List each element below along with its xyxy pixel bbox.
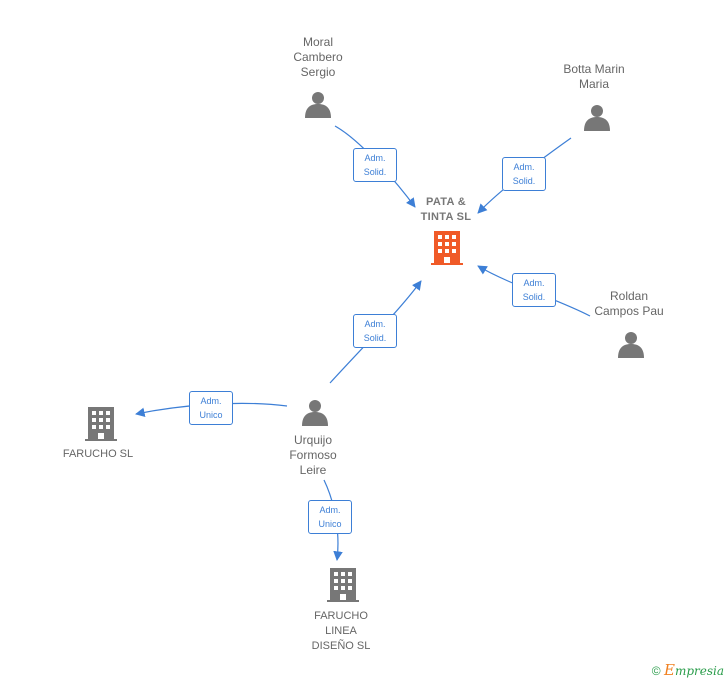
building-icon-farucho[interactable] <box>85 407 117 441</box>
badge-line: Adm. <box>364 319 386 329</box>
label-line: FARUCHO <box>314 610 368 622</box>
label-line: Cambero <box>293 50 343 64</box>
node-label-farucho-linea[interactable]: FARUCHO LINEA DISEÑO SL <box>291 609 391 654</box>
badge-line: Solid. <box>363 333 387 343</box>
brand-initial: E <box>663 661 675 679</box>
person-icon-botta[interactable] <box>584 105 610 131</box>
person-icon-urquijo[interactable] <box>302 400 328 426</box>
node-label-roldan[interactable]: Roldan Campos Pau <box>579 289 679 319</box>
badge-line: Solid. <box>522 292 546 302</box>
badge-line: Adm. <box>364 153 386 163</box>
badge-line: Adm. <box>319 505 341 515</box>
label-line: FARUCHO SL <box>62 448 134 460</box>
building-icon-center[interactable] <box>431 231 463 265</box>
person-icon-roldan[interactable] <box>618 332 644 358</box>
edge-badge-urquijo-center[interactable]: Adm. Solid. <box>353 314 397 348</box>
label-line: Maria <box>578 77 609 91</box>
node-label-moral[interactable]: Moral Cambero Sergio <box>268 35 368 80</box>
person-icon-moral[interactable] <box>305 92 331 118</box>
label-line: Formoso <box>289 448 337 462</box>
empresia-watermark: © Empresia <box>652 661 724 679</box>
label-line: Urquijo <box>293 433 332 447</box>
label-line: TINTA SL <box>420 211 472 223</box>
copyright-icon: © <box>651 664 661 678</box>
node-label-botta[interactable]: Botta Marin Maria <box>544 62 644 92</box>
badge-line: Adm. <box>513 162 535 172</box>
label-line: Campos Pau <box>594 304 664 318</box>
label-line: LINEA <box>325 625 357 637</box>
brand-logo: Empresia <box>663 661 724 679</box>
badge-line: Adm. <box>523 278 545 288</box>
node-label-urquijo[interactable]: Urquijo Formoso Leire <box>263 433 363 478</box>
label-line: PATA & <box>426 196 466 208</box>
label-line: DISEÑO SL <box>311 640 371 652</box>
badge-line: Solid. <box>512 176 536 186</box>
badge-line: Unico <box>318 519 342 529</box>
edge-badge-urquijo-linea[interactable]: Adm. Unico <box>308 500 352 534</box>
badge-line: Adm. <box>200 396 222 406</box>
badge-line: Solid. <box>363 167 387 177</box>
edge-badge-moral[interactable]: Adm. Solid. <box>353 148 397 182</box>
building-icon-farucho-linea[interactable] <box>327 568 359 602</box>
label-line: Botta Marin <box>563 62 625 76</box>
edge-badge-urquijo-farucho[interactable]: Adm. Unico <box>189 391 233 425</box>
label-line: Roldan <box>609 289 649 303</box>
badge-line: Unico <box>199 410 223 420</box>
label-line: Leire <box>299 463 327 477</box>
label-line: Sergio <box>300 65 336 79</box>
node-label-farucho[interactable]: FARUCHO SL <box>48 447 148 462</box>
edge-badge-roldan[interactable]: Adm. Solid. <box>512 273 556 307</box>
brand-name: mpresia <box>674 664 724 678</box>
node-label-pata-tinta[interactable]: PATA & TINTA SL <box>396 195 496 225</box>
label-line: Moral <box>302 35 333 49</box>
edge-badge-botta[interactable]: Adm. Solid. <box>502 157 546 191</box>
